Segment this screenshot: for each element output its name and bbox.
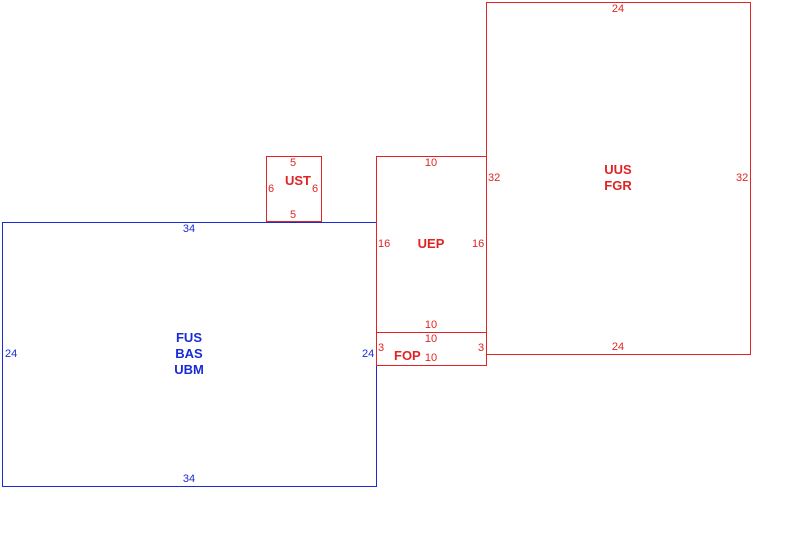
- room-uep-dim-right: 16: [472, 238, 485, 250]
- room-fus-dim-top: 34: [182, 223, 196, 235]
- room-fus-label-line2: BAS: [175, 346, 203, 361]
- room-fus-dim-bottom: 34: [182, 473, 196, 485]
- room-ust-dim-bottom: 5: [289, 209, 297, 221]
- room-uus-dim-right: 32: [736, 172, 749, 184]
- room-fop-dim-right: 3: [478, 342, 485, 354]
- room-uus-outline: [486, 2, 751, 355]
- room-fop-dim-top: 10: [424, 333, 438, 345]
- room-fop-dim-bottom: 10: [424, 352, 438, 364]
- room-fop-dim-left: 3: [378, 342, 385, 354]
- room-ust-dim-right: 6: [312, 183, 319, 195]
- room-uep-label: UEP: [417, 236, 445, 251]
- room-ust-dim-top: 5: [289, 157, 297, 169]
- room-uep-dim-left: 16: [378, 238, 391, 250]
- room-ust-dim-left: 6: [268, 183, 275, 195]
- room-uus-label: UUS FGR: [604, 162, 631, 194]
- room-uus-dim-top: 24: [611, 3, 625, 15]
- room-uep-dim-bottom: 10: [424, 319, 438, 331]
- room-uus-label-line2: FGR: [604, 178, 632, 193]
- room-fop-label: FOP: [394, 348, 421, 363]
- room-uus-label-line1: UUS: [604, 162, 632, 177]
- room-fus-label-line3: UBM: [174, 362, 204, 377]
- room-fus-label-line1: FUS: [175, 330, 202, 345]
- room-fus-dim-right: 24: [362, 348, 375, 360]
- room-uus-dim-left: 32: [488, 172, 501, 184]
- room-fus-dim-left: 24: [5, 348, 18, 360]
- room-uus-dim-bottom: 24: [611, 341, 625, 353]
- room-uep-dim-top: 10: [424, 157, 438, 169]
- room-fus-label: FUS BAS UBM: [174, 330, 204, 378]
- room-ust-outline: [266, 156, 322, 222]
- room-ust-label: UST: [285, 173, 311, 188]
